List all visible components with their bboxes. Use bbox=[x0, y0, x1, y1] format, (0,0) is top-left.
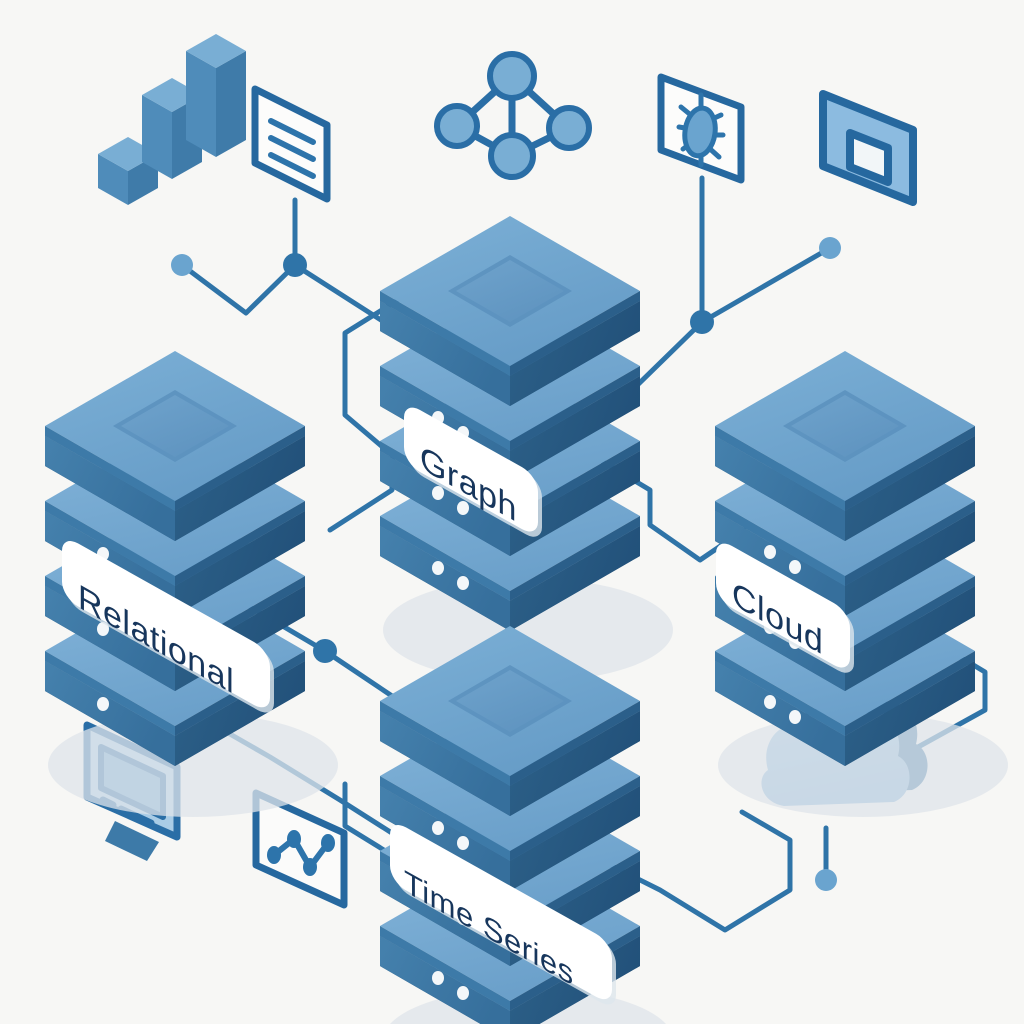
connector-junction-to-storage bbox=[699, 245, 833, 325]
document-icon bbox=[251, 85, 331, 203]
line-chart-icon bbox=[252, 789, 348, 909]
graph-node bbox=[434, 103, 480, 149]
connector-timeseries-to-cloudicon bbox=[587, 809, 793, 933]
connector-node-dark bbox=[283, 253, 307, 277]
graph-node bbox=[546, 105, 592, 151]
graph-node bbox=[488, 132, 536, 180]
connector-linechart-to-timeseries bbox=[342, 781, 403, 863]
connector-node-light bbox=[819, 237, 841, 259]
bug-icon bbox=[657, 73, 745, 184]
storage-card-icon bbox=[819, 90, 917, 206]
graph-node bbox=[487, 51, 537, 101]
connector-graph-to-relational bbox=[327, 297, 401, 533]
bar-chart-icon bbox=[98, 34, 246, 205]
connector-node-light bbox=[815, 869, 837, 891]
connector-node-dark bbox=[313, 639, 337, 663]
network-graph-icon bbox=[434, 51, 592, 180]
connector-barchart-to-document bbox=[179, 262, 298, 316]
connector-node-light bbox=[171, 254, 193, 276]
connector-node-dark bbox=[690, 310, 714, 334]
